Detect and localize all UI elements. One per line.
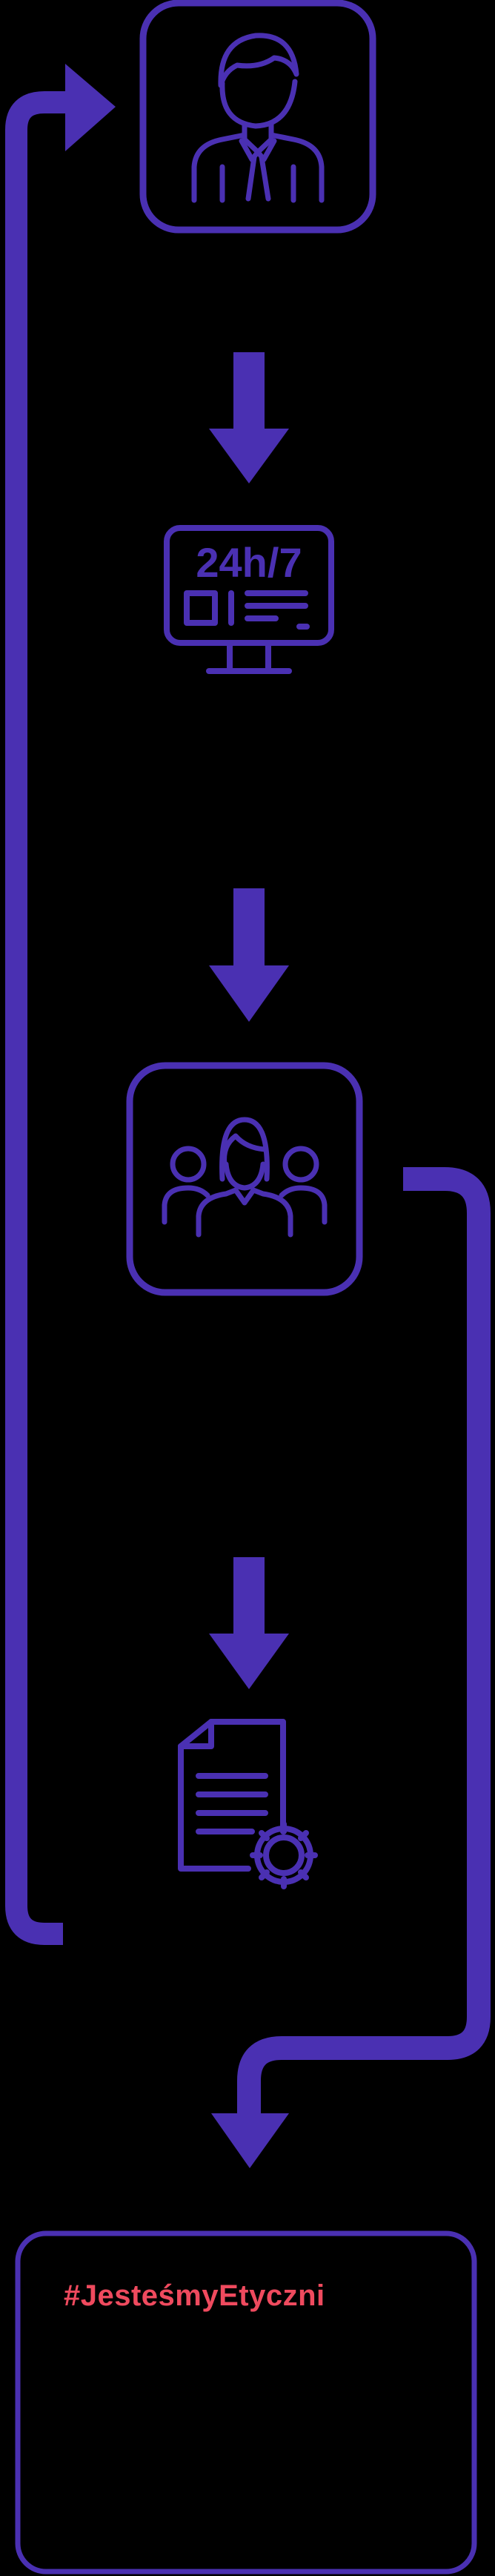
right-connector <box>237 1167 491 2113</box>
document-gear-icon <box>178 1719 318 1889</box>
right-connector-arrowhead <box>211 2113 289 2168</box>
businessman-icon <box>139 0 376 234</box>
loop-back-connector <box>5 91 89 1945</box>
down-arrow-2 <box>209 888 289 1022</box>
hashtag-label: #JesteśmyEtyczni <box>64 2279 325 2312</box>
team-icon <box>126 1062 363 1296</box>
down-arrow-1 <box>209 352 289 483</box>
final-box <box>15 2230 477 2575</box>
down-arrow-3 <box>209 1557 289 1689</box>
loop-back-arrowhead <box>65 64 116 151</box>
monitor-label: 24h/7 <box>196 539 302 586</box>
monitor-24h7-icon: 24h/7 <box>164 525 334 674</box>
